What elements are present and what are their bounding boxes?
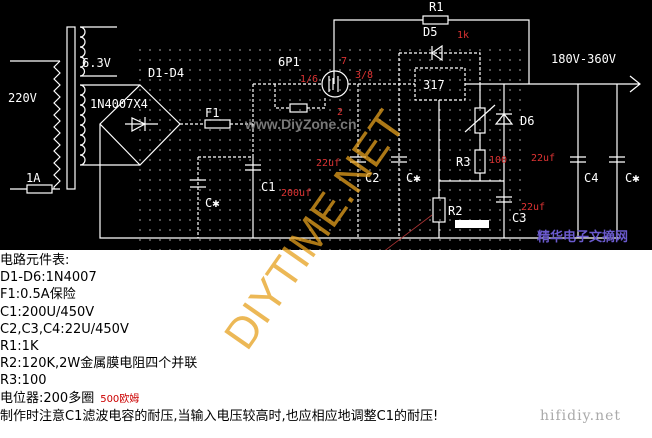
pot-note: 500欧姆	[100, 393, 140, 405]
label-r1: R1	[429, 0, 443, 14]
bridge-rectifier	[99, 84, 620, 239]
label-cstar-2: C✱	[406, 171, 420, 185]
label-220v: 220V	[8, 91, 37, 105]
watermark-cn-site: 精华电子文摘网	[537, 230, 629, 245]
filament-winding	[79, 26, 117, 77]
parts-line-pot: 电位器:200多圈 500欧姆	[0, 390, 438, 408]
parts-line: D1-D6:1N4007	[0, 270, 97, 286]
pot-arrow	[464, 104, 496, 133]
resistor-r2	[432, 197, 446, 223]
pot-text: 电位器:200多圈	[0, 390, 95, 406]
parts-line: C2,C3,C4:22U/450V	[0, 321, 129, 337]
label-1n4007: 1N4007X4	[90, 97, 148, 111]
pin-2: 2	[337, 107, 343, 118]
watermark-diyzone: www.DiyZone.cn	[245, 116, 357, 132]
value-c4: 22uf	[531, 153, 555, 164]
resistor-r3	[474, 149, 486, 174]
label-6p1: 6P1	[278, 55, 300, 69]
transformer-core	[66, 26, 76, 190]
value-c2: 22uf	[316, 158, 340, 169]
diode-d6-icon	[494, 113, 514, 125]
watermark-hifidiy: hifidiy.net	[540, 408, 622, 424]
label-d6: D6	[520, 114, 534, 128]
grid-dots	[135, 45, 525, 250]
resistor-r1	[422, 15, 449, 25]
label-317: 317	[423, 78, 445, 92]
tube-wires	[253, 53, 415, 238]
label-1a: 1A	[26, 171, 41, 185]
label-6v3: 6.3V	[82, 56, 111, 70]
value-r3: 100	[489, 155, 507, 166]
circuit-svg: 220V 6.3V 1A D1-D4 1N4007X4 F1 6P1 C1 C✱…	[8, 0, 641, 250]
parts-list: 电路元件表: D1-D6:1N4007 F1:0.5A保险 C1:200U/45…	[0, 252, 438, 425]
capacitor-c1-cstar	[190, 164, 261, 188]
tube-6p1	[321, 70, 349, 98]
capacitors-c3-c4-cstar	[496, 156, 625, 203]
pin-1-6: 1/6	[300, 74, 318, 85]
label-d5: D5	[423, 25, 437, 39]
label-cstar-3: C✱	[625, 171, 639, 185]
parts-line: C1:200U/450V	[0, 304, 95, 320]
parts-line: R1:1K	[0, 339, 39, 355]
pin-3-8: 3/8	[355, 70, 373, 81]
primary-wires	[10, 60, 60, 190]
fuse-f1	[204, 119, 231, 129]
filter-wires	[180, 84, 254, 238]
output-wires	[333, 19, 641, 93]
value-r1: 1k	[457, 30, 469, 41]
value-c3: 22uf	[521, 202, 545, 213]
parts-line: F1:0.5A保险	[0, 287, 76, 303]
pin-7: 7	[341, 56, 347, 67]
capacitors-c2-cstar	[350, 156, 407, 163]
blank-label	[455, 220, 489, 228]
label-r2: R2	[448, 204, 462, 218]
diode-icon	[125, 117, 158, 133]
label-r3: R3	[456, 155, 470, 169]
label-d1-d4: D1-D4	[148, 66, 184, 80]
label-c3: C3	[512, 211, 526, 225]
parts-title: 电路元件表:	[0, 253, 70, 268]
label-f1: F1	[205, 106, 219, 120]
parts-line: R2:120K,2W金属膜电阻四个并联	[0, 356, 198, 372]
regulator-wires	[438, 84, 618, 238]
label-cstar-1: C✱	[205, 196, 219, 210]
tube-resistor	[289, 103, 308, 113]
potentiometer	[474, 107, 486, 134]
label-output-voltage: 180V-360V	[551, 52, 616, 66]
diode-d5-icon	[430, 44, 443, 62]
label-c2: C2	[365, 171, 379, 185]
fuse-1a	[26, 184, 53, 194]
label-c4: C4	[584, 171, 598, 185]
d5-wire	[399, 52, 481, 84]
tube-electrodes	[328, 76, 339, 92]
warning-text: 制作时注意C1滤波电容的耐压,当输入电压较高时,也应相应地调整C1的耐压!	[0, 408, 439, 424]
schematic-diagram: 220V 6.3V 1A D1-D4 1N4007X4 F1 6P1 C1 C✱…	[0, 0, 652, 250]
pointer-line	[384, 214, 433, 250]
primary-coil	[53, 60, 61, 189]
value-c1: 200uf	[281, 188, 311, 199]
hv-winding	[79, 84, 140, 166]
parts-line: R3:100	[0, 373, 47, 389]
label-c1: C1	[261, 180, 275, 194]
